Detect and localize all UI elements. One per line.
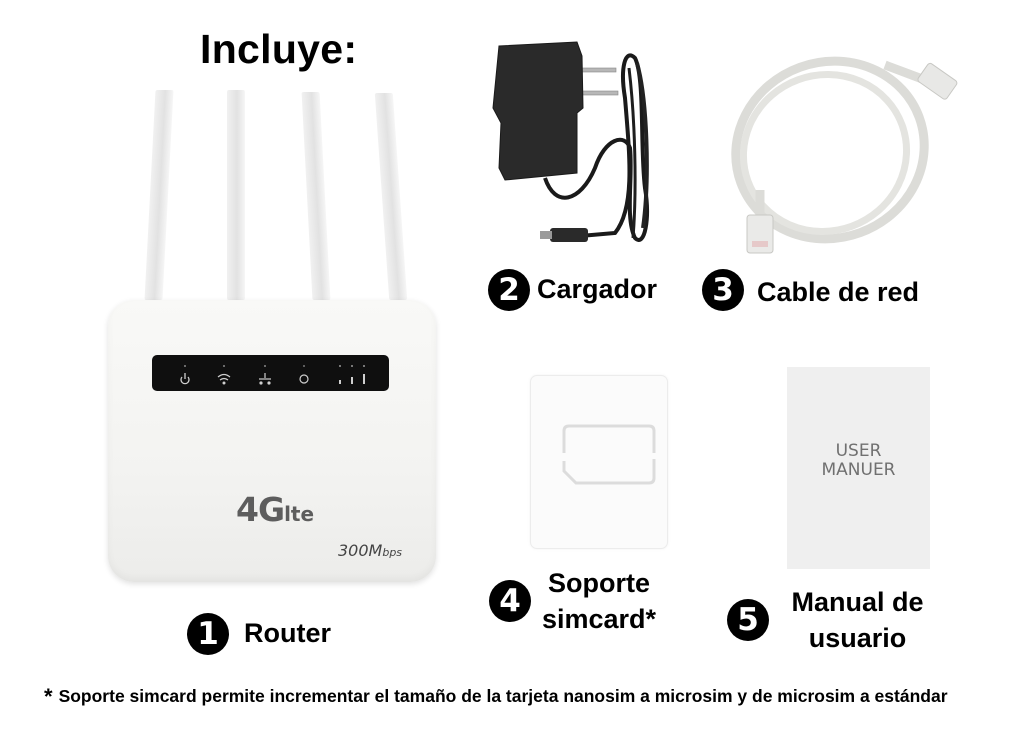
footnote: *Soporte simcard permite incrementar el … xyxy=(44,684,948,710)
item-label-charger: Cargador xyxy=(537,274,658,304)
power-icon xyxy=(180,365,190,385)
charger-plug-prongs xyxy=(579,67,619,96)
number-badge-3: 3 xyxy=(702,269,744,311)
footnote-asterisk: * xyxy=(44,684,53,709)
item-label-user-manual: Manual de usuario xyxy=(780,584,935,656)
label-line-2: simcard* xyxy=(541,604,657,634)
item-label-sim-adapter: Soporte simcard* xyxy=(534,565,664,637)
antenna-4 xyxy=(374,93,408,300)
cover-line-1: USER xyxy=(835,441,882,461)
led-panel xyxy=(152,355,389,391)
page-title: Incluye: xyxy=(200,26,358,72)
charger-adapter-body xyxy=(492,41,584,181)
item-label-network-cable: Cable de red xyxy=(757,277,920,307)
user-manual-image: USER MANUER xyxy=(787,367,930,569)
wifi-icon xyxy=(217,365,231,385)
dc-barrel-connector xyxy=(540,228,588,242)
internet-icon xyxy=(299,365,309,384)
network-cable-image xyxy=(731,56,958,254)
charger-image xyxy=(492,41,649,242)
sim-adapter-image xyxy=(530,375,668,549)
item-label-router: Router xyxy=(244,618,331,648)
label-line-1: Manual de xyxy=(791,587,924,617)
router-body xyxy=(108,300,436,582)
cover-line-2: MANUER xyxy=(821,460,896,480)
signal-icon xyxy=(339,365,365,384)
speed-suffix: bps xyxy=(382,546,403,559)
rj45-connector-bottom xyxy=(746,214,774,254)
number-badge-4: 4 xyxy=(489,580,531,622)
antenna-3 xyxy=(301,92,331,300)
label-line-1: Soporte xyxy=(547,568,650,598)
router-brand-logo: 4Glte xyxy=(236,490,314,529)
brand-main: 4G xyxy=(236,490,285,529)
brand-suffix: lte xyxy=(284,502,315,526)
footnote-text: Soporte simcard permite incrementar el t… xyxy=(58,686,948,706)
lan-icon xyxy=(259,365,271,385)
number-badge-1: 1 xyxy=(187,613,229,655)
label-line-2: usuario xyxy=(808,623,907,653)
sim-slot-outline xyxy=(562,424,656,485)
rj45-connector-top xyxy=(917,62,958,100)
router-speed-label: 300Mbps xyxy=(338,541,402,560)
speed-main: 300M xyxy=(338,541,383,560)
antenna-1 xyxy=(144,90,174,300)
antenna-2 xyxy=(227,90,245,300)
manual-cover-text: USER MANUER xyxy=(787,442,930,480)
number-badge-5: 5 xyxy=(727,599,769,641)
number-badge-2: 2 xyxy=(488,269,530,311)
